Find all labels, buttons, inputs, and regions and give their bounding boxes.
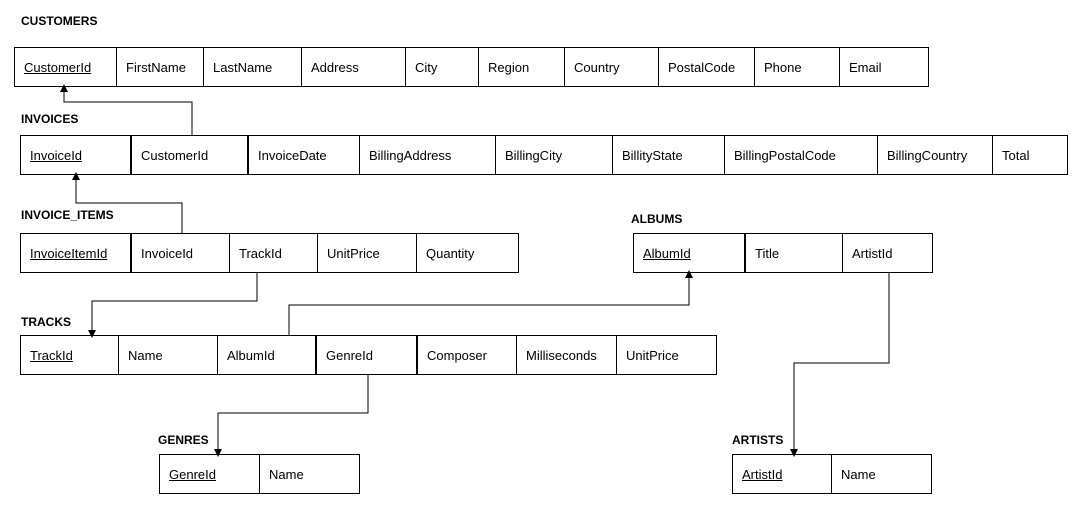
customers-col-lastname: LastName <box>204 48 302 86</box>
invoice-items-col-quantity: Quantity <box>426 245 475 261</box>
rel-tracks-genres-line <box>214 375 369 457</box>
customers-col-address: Address <box>302 48 406 86</box>
customers-col-email: Email <box>849 59 882 75</box>
tracks-col-milliseconds: Milliseconds <box>517 336 617 374</box>
albums-title: ALBUMS <box>631 212 683 226</box>
tracks-col-genreid: GenreId <box>317 336 418 374</box>
customers-col-phone: Phone <box>755 48 840 86</box>
customers-col-city: City <box>406 48 479 86</box>
customers-col-customerid: CustomerId <box>15 48 117 86</box>
invoices-col-customerid: CustomerId <box>132 136 249 174</box>
invoices-table: InvoiceId CustomerId InvoiceDate Billing… <box>20 135 1068 175</box>
albums-col-title: Title <box>746 234 843 272</box>
rel-albums-artists-line <box>790 273 890 457</box>
rel-invoiceitems-tracks-line <box>88 273 258 338</box>
invoice-items-col-unitprice: UnitPrice <box>318 234 417 272</box>
artists-title: ARTISTS <box>732 433 784 447</box>
invoices-col-billitystate: BillityState <box>613 136 725 174</box>
rel-invoiceitems-invoices-line <box>72 172 183 233</box>
artists-table: ArtistId Name <box>732 454 932 494</box>
tracks-table: TrackId Name AlbumId GenreId Composer Mi… <box>20 335 717 375</box>
invoices-col-invoiceid: InvoiceId <box>21 136 132 174</box>
customers-col-country: Country <box>565 48 659 86</box>
invoice-items-col-invoiceitemid: InvoiceItemId <box>21 234 132 272</box>
invoice-items-table: InvoiceItemId InvoiceId TrackId UnitPric… <box>20 233 519 273</box>
genres-title: GENRES <box>158 433 209 447</box>
invoices-col-billingcountry: BillingCountry <box>878 136 993 174</box>
tracks-title: TRACKS <box>21 315 71 329</box>
invoices-col-invoicedate: InvoiceDate <box>249 136 360 174</box>
invoices-col-billingaddress: BillingAddress <box>360 136 496 174</box>
invoices-col-billingpostalcode: BillingPostalCode <box>725 136 878 174</box>
customers-title: CUSTOMERS <box>21 14 98 28</box>
invoice-items-col-invoiceid: InvoiceId <box>132 234 230 272</box>
invoice-items-col-trackid: TrackId <box>230 234 318 272</box>
artists-col-name: Name <box>841 466 876 482</box>
tracks-col-name: Name <box>119 336 218 374</box>
tracks-col-albumid: AlbumId <box>218 336 317 374</box>
genres-col-genreid: GenreId <box>160 455 260 493</box>
customers-col-firstname: FirstName <box>117 48 204 86</box>
customers-col-region: Region <box>479 48 565 86</box>
tracks-col-composer: Composer <box>418 336 517 374</box>
tracks-col-trackid: TrackId <box>21 336 119 374</box>
albums-col-albumid: AlbumId <box>634 234 746 272</box>
invoices-col-billingcity: BillingCity <box>496 136 613 174</box>
rel-invoices-customers-line <box>60 84 193 135</box>
customers-table: CustomerId FirstName LastName Address Ci… <box>14 47 929 87</box>
artists-col-artistid: ArtistId <box>733 455 832 493</box>
albums-table: AlbumId Title ArtistId <box>633 233 933 273</box>
customers-col-postalcode: PostalCode <box>659 48 755 86</box>
invoices-title: INVOICES <box>21 112 79 126</box>
genres-table: GenreId Name <box>159 454 360 494</box>
invoices-col-total: Total <box>1002 147 1030 163</box>
rel-tracks-albums-line <box>288 270 693 335</box>
albums-col-artistid: ArtistId <box>852 245 893 261</box>
tracks-col-unitprice: UnitPrice <box>626 347 679 363</box>
genres-col-name: Name <box>269 466 304 482</box>
invoice-items-title: INVOICE_ITEMS <box>21 208 114 222</box>
